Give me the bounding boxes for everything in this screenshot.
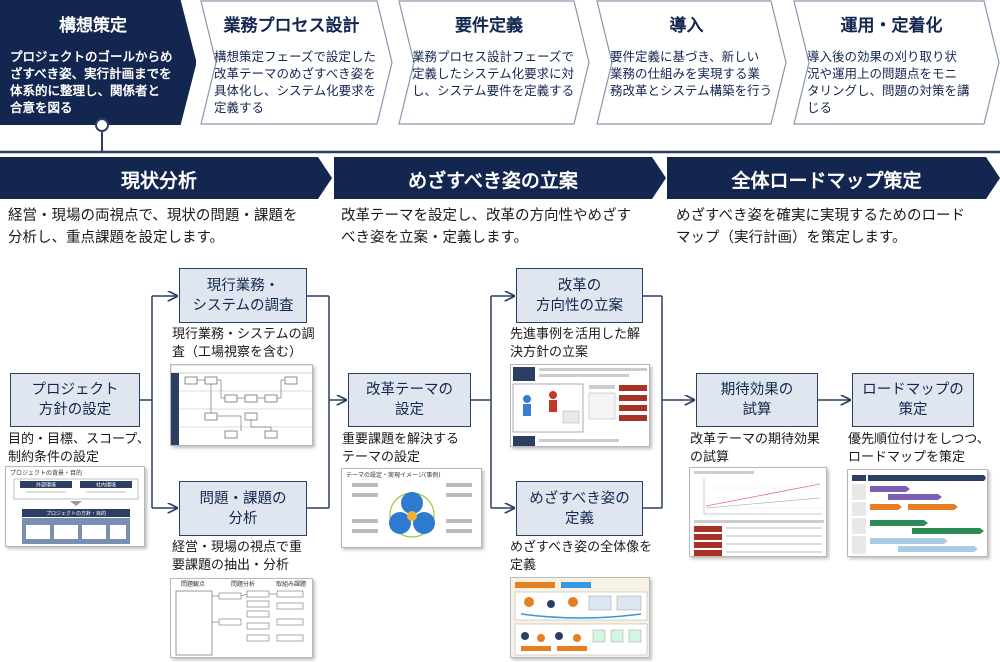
phase-pointer-dot	[95, 118, 109, 132]
stage-current-analysis: 現状分析	[0, 157, 332, 199]
thumb-problem-analysis: 問題観点 問題分析 取組み課題	[170, 578, 313, 658]
phase-description: 構想策定フェーズで設定した改革テーマのめざすべき姿を具体化し、システム化要求を定…	[214, 49, 377, 115]
caption-ideal-state: めざすべき姿の全体像を定義	[510, 540, 653, 573]
step-expected-effect: 期待効果の試算	[696, 373, 818, 427]
stage-arrow-shape	[334, 157, 666, 199]
svg-text:社内環境: 社内環境	[96, 482, 116, 489]
phase-chevron-shape	[793, 0, 1000, 125]
caption-reform-theme: 重要課題を解決するテーマの設定	[342, 432, 460, 465]
phase-implementation: 導入要件定義に基づき、新しい業務の仕組みを実現する業務改革とシステム構築を行う	[596, 0, 787, 125]
step-roadmap: ロードマップの策定	[852, 373, 974, 427]
caption-expected-effect: 改革テーマの期待効果の試算	[690, 432, 821, 465]
thumb-header: プロジェクトの背景・目的	[10, 469, 82, 477]
phase-title: 導入	[669, 16, 704, 36]
stage-arrow-shape	[0, 157, 332, 199]
svg-text:問題分析: 問題分析	[231, 580, 255, 588]
stage-title: 全体ロードマップ策定	[731, 170, 922, 192]
step-ideal-state: めざすべき姿の定義	[516, 481, 643, 536]
phase-chevron-shape	[398, 0, 590, 125]
stage-arrow-shape	[667, 157, 1000, 199]
phase-description: 要件定義に基づき、新しい業務の仕組みを実現する業務改革とシステム構築を行う	[610, 49, 773, 98]
svg-text:問題観点: 問題観点	[181, 580, 205, 588]
stage-desc-current-analysis: 経営・現場の両視点で、現状の問題・課題を分析し、重点課題を設定します。	[8, 208, 298, 246]
thumb-roadmap	[847, 469, 988, 557]
stage-desc-ideal-state: 改革テーマを設定し、改革の方向性やめざすべき姿を立案・定義します。	[341, 208, 631, 246]
step-problem-analysis: 問題・課題の分析	[179, 481, 307, 536]
phase-requirements-definition: 要件定義業務プロセス設計フェーズで定義したシステム化要求に対し、システム要件を定…	[398, 0, 590, 125]
stage-roadmap-planning: 全体ロードマップ策定	[667, 157, 1000, 199]
phase-title: 構想策定	[59, 16, 127, 36]
svg-text:テーマの設定・実現イメージ(事例): テーマの設定・実現イメージ(事例)	[346, 471, 441, 479]
phase-description: 業務プロセス設計フェーズで定義したシステム化要求に対し、システム要件を定義する	[412, 49, 575, 98]
stage-ideal-state-planning: めざすべき姿の立案	[334, 157, 666, 199]
phase-title: 業務プロセス設計	[223, 16, 360, 36]
thumb-direction	[510, 364, 650, 447]
caption-problem-analysis: 経営・現場の視点で重要課題の抽出・分析	[172, 540, 303, 573]
step-project-policy: プロジェクト方針の設定	[10, 373, 140, 427]
phase-business-process-design: 業務プロセス設計構想策定フェーズで設定した改革テーマのめざすべき姿を具体化し、シ…	[200, 0, 393, 125]
svg-text:取組み課題: 取組み課題	[276, 580, 306, 588]
svg-text:プロジェクトの方針・目的: プロジェクトの方針・目的	[46, 510, 106, 517]
thumb-project-policy: プロジェクトの背景・目的 外部環境 社内環境 プロジェクトの方針・目的	[5, 466, 145, 547]
phase-concept-planning: 構想策定プロジェクトのゴールからめざすべき姿、実行計画までを体系的に整理し、関係…	[0, 0, 196, 125]
phase-title: 要件定義	[455, 16, 523, 36]
stage-title: めざすべき姿の立案	[408, 170, 578, 192]
phase-operation-stabilization: 運用・定着化導入後の効果の刈り取り状況や運用上の問題点をモニタリングし、問題の対…	[793, 0, 1000, 125]
step-direction: 改革の方向性の立案	[516, 268, 643, 323]
phase-title: 運用・定着化	[840, 16, 943, 36]
step-reform-theme: 改革テーマの設定	[348, 373, 471, 427]
caption-roadmap: 優先順位付けをしつつ、ロードマップを策定	[848, 432, 990, 465]
phase-chevron-shape	[596, 0, 787, 125]
thumb-ideal-state	[510, 577, 650, 658]
phase-description: プロジェクトのゴールからめざすべき姿、実行計画までを体系的に整理し、関係者と合意…	[10, 49, 173, 115]
caption-project-policy: 目的・目標、スコープ、制約条件の設定	[8, 432, 150, 465]
caption-direction: 先進事例を活用した解決方針の立案	[510, 327, 641, 360]
phase-description: 導入後の効果の刈り取り状況や運用上の問題点をモニタリングし、問題の対策を講じる	[807, 49, 970, 115]
thumb-current-survey	[170, 364, 313, 446]
stage-desc-roadmap: めざすべき姿を確実に実現するためのロードマップ（実行計画）を策定します。	[676, 208, 965, 246]
phase-chevron-shape	[200, 0, 393, 125]
step-current-survey: 現行業務・システムの調査	[179, 268, 307, 323]
stage-title: 現状分析	[120, 170, 197, 192]
svg-text:外部環境: 外部環境	[36, 482, 56, 489]
caption-current-survey: 現行業務・システムの調査（工場視察を含む）	[172, 327, 315, 360]
thumb-expected-effect	[689, 467, 827, 557]
phase-chevron-shape	[0, 0, 196, 125]
thumb-reform-theme: テーマの設定・実現イメージ(事例)	[341, 468, 482, 548]
